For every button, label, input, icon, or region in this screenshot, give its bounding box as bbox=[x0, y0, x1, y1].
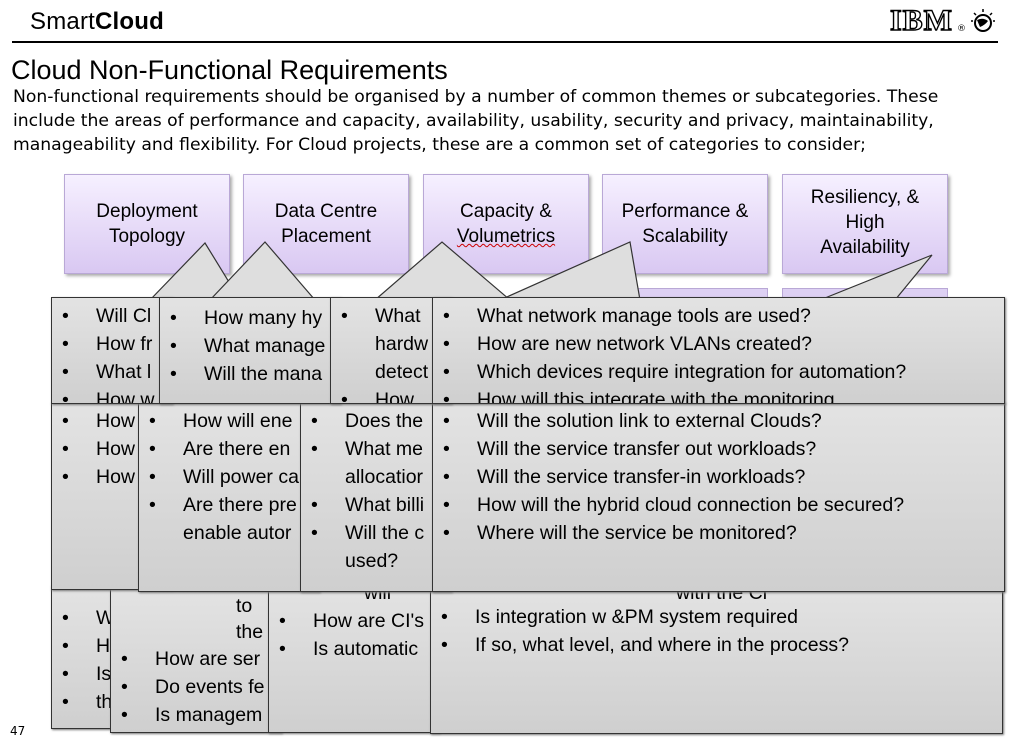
callout-item: If so, what level, and where in the proc… bbox=[431, 631, 1002, 659]
callout-hypervisors: How many hy What manage Will the mana bbox=[159, 297, 341, 404]
callout-item: How many hy bbox=[160, 304, 340, 332]
slide-title: Cloud Non-Functional Requirements bbox=[11, 55, 448, 85]
callout-pointer bbox=[499, 241, 641, 301]
ibm-logo-text: IBM bbox=[889, 3, 953, 37]
callout-item: Is bbox=[52, 660, 172, 688]
callout-hybrid-cloud: Will the solution link to external Cloud… bbox=[432, 402, 1005, 592]
registered-mark: ® bbox=[957, 24, 966, 34]
callout-item: used? bbox=[345, 550, 399, 572]
callout-item: Will the service transfer-in workloads? bbox=[433, 463, 1004, 491]
callout-item: hardw bbox=[375, 333, 429, 355]
callout-pointer bbox=[373, 241, 512, 301]
brand-logo: SmartCloud bbox=[30, 8, 164, 36]
callout-item: What network manage tools are used? bbox=[433, 302, 1004, 330]
callout-item: Do events fe bbox=[111, 673, 281, 701]
callout-item: H bbox=[52, 632, 172, 660]
callout-deployment: Will Cl How fr What l How w bbox=[51, 297, 173, 404]
header-divider bbox=[12, 41, 998, 43]
callout-pointer bbox=[208, 241, 317, 301]
category-line: Capacity & bbox=[460, 201, 552, 222]
brand-bold: Cloud bbox=[95, 8, 164, 35]
callout-item: What manage bbox=[160, 332, 340, 360]
category-line: Placement bbox=[281, 226, 371, 247]
category-line: Availability bbox=[820, 237, 910, 258]
callout-item: How are new network VLANs created? bbox=[433, 330, 1004, 358]
category-line: Scalability bbox=[642, 226, 728, 247]
callout-network: What network manage tools are used? How … bbox=[432, 297, 1005, 404]
callout-item: Are there en bbox=[139, 435, 319, 463]
callout-item: Will the mana bbox=[160, 360, 340, 388]
callout-item: How will the hybrid cloud connection be … bbox=[433, 491, 1004, 519]
callout-item: Which devices require integration for au… bbox=[433, 358, 1004, 386]
callout-item: Is managem bbox=[111, 701, 281, 729]
category-line: Deployment bbox=[96, 201, 198, 222]
callout-item: What billi bbox=[301, 491, 451, 519]
callout-item: How will ene bbox=[139, 407, 319, 435]
callout-item: enable autor bbox=[183, 522, 292, 544]
callout-item: How are CI's bbox=[269, 607, 439, 635]
callout-item: detect bbox=[375, 361, 429, 383]
callout-item: How fr bbox=[52, 330, 172, 358]
callout-item: th bbox=[52, 688, 172, 716]
callout-energy: How will ene Are there en Will power ca … bbox=[138, 402, 320, 592]
callout-item: What me bbox=[301, 435, 451, 463]
category-line: Resiliency, & bbox=[810, 187, 920, 208]
callout-item: How will this integrate with the monitor… bbox=[433, 386, 1004, 403]
callout-cmdb: will How are CI's Is automatic bbox=[268, 585, 440, 733]
callout-integration: with the Cl Is integration w &PM system … bbox=[430, 585, 1003, 734]
callout-item: How bbox=[52, 435, 172, 463]
callout-item: Is integration w &PM system required bbox=[431, 603, 1002, 631]
category-capacity-volumetrics: Capacity & Volumetrics bbox=[423, 174, 589, 274]
callout-item: How bbox=[52, 407, 172, 435]
callout-item: What l bbox=[52, 358, 172, 386]
callout-item: How bbox=[52, 463, 172, 491]
callout-item: to the bbox=[236, 595, 264, 643]
callout-item: W bbox=[52, 604, 172, 632]
callout-item: Will power ca bbox=[139, 463, 319, 491]
callout-item: Will the solution link to external Cloud… bbox=[433, 407, 1004, 435]
callout-item: Where will the service be monitored? bbox=[433, 519, 1004, 547]
callout-item: Does the bbox=[301, 407, 451, 435]
callout-item: allocatior bbox=[345, 466, 424, 488]
category-line: Performance & bbox=[621, 201, 749, 222]
callout-item: How are ser bbox=[111, 645, 281, 673]
callout-hardware: What hardw detect How bbox=[330, 297, 452, 404]
category-line: High bbox=[845, 212, 885, 233]
callout-item: How bbox=[331, 386, 451, 403]
brand-light: Smart bbox=[30, 8, 96, 35]
callout-item: Is automatic bbox=[269, 635, 439, 663]
callout-item: Are there pre bbox=[139, 491, 319, 519]
category-line: Topology bbox=[108, 226, 186, 247]
callout-billing: Does the What me allocatior What billi W… bbox=[300, 402, 452, 592]
callout-item: Will the service transfer out workloads? bbox=[433, 435, 1004, 463]
category-line: Volumetrics bbox=[456, 226, 556, 247]
category-line: Data Centre bbox=[274, 201, 378, 222]
globe-icon bbox=[971, 9, 995, 32]
callout-item: Will the c bbox=[301, 519, 451, 547]
page-number: 47 bbox=[10, 724, 26, 738]
intro-paragraph: Non-functional requirements should be or… bbox=[13, 87, 939, 155]
callout-item: How w bbox=[52, 386, 172, 403]
callout-item: Will Cl bbox=[52, 302, 172, 330]
callout-pointer bbox=[819, 254, 933, 301]
callout-events: to the How are ser Do events fe Is manag… bbox=[110, 588, 282, 733]
callout-item: What bbox=[331, 302, 451, 330]
ibm-logo: IBM ® bbox=[889, 3, 996, 38]
